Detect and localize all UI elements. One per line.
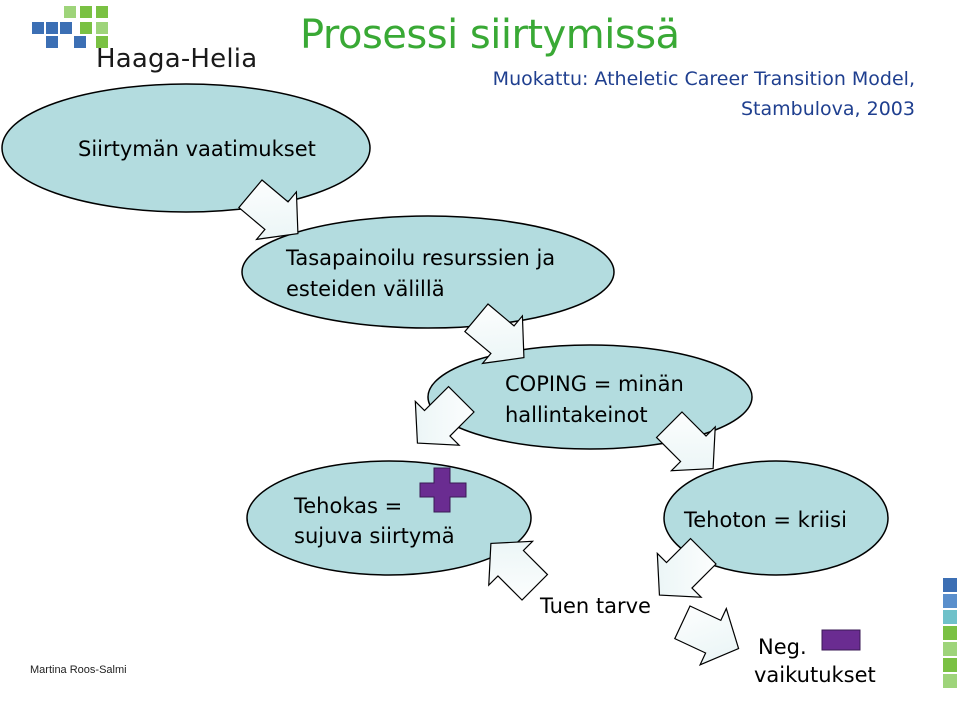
logo-mark-icon [32, 6, 108, 48]
ellipse-siirtyman-vaatimukset [1, 83, 371, 213]
node-siirtyman-vaatimukset: Siirtymän vaatimukset [78, 137, 316, 161]
page-title: Prosessi siirtymissä [300, 12, 680, 58]
subtitle-line-1: Muokattu: Atheletic Career Transition Mo… [492, 68, 915, 90]
node-coping-line-1: COPING = minän [505, 372, 684, 396]
node-tehokas-line-1: Tehokas = [294, 494, 403, 518]
ellipse-tehoton [663, 460, 889, 576]
block-arrow-6 [656, 537, 717, 598]
block-arrow-3 [414, 385, 475, 446]
block-arrow-1 [238, 179, 299, 241]
node-tasapainoilu-line-2: esteiden välillä [286, 277, 445, 301]
block-arrow-2 [464, 303, 525, 365]
node-tasapainoilu-line-1: Tasapainoilu resurssien ja [286, 246, 556, 270]
node-tehokas-line-2: sujuva siirtymä [294, 524, 455, 548]
block-arrow-5 [488, 540, 549, 601]
node-tuen-tarve: Tuen tarve [540, 594, 651, 618]
subtitle-line-2: Stambulova, 2003 [741, 98, 915, 120]
plus-icon [419, 467, 467, 513]
minus-icon [821, 629, 861, 651]
node-coping-line-2: hallintakeinot [505, 403, 648, 427]
footer-author: Martina Roos-Salmi [30, 664, 127, 676]
node-neg-line-1: Neg. [758, 635, 807, 659]
haaga-helia-logo: Haaga-Helia [28, 4, 258, 84]
ellipse-tasapainoilu [241, 215, 615, 329]
block-arrow-4 [655, 411, 716, 472]
node-neg-line-2: vaikutukset [754, 663, 876, 687]
block-arrow-7 [673, 605, 740, 666]
node-tehoton: Tehoton = kriisi [684, 508, 847, 532]
logo-text: Haaga-Helia [96, 44, 258, 74]
